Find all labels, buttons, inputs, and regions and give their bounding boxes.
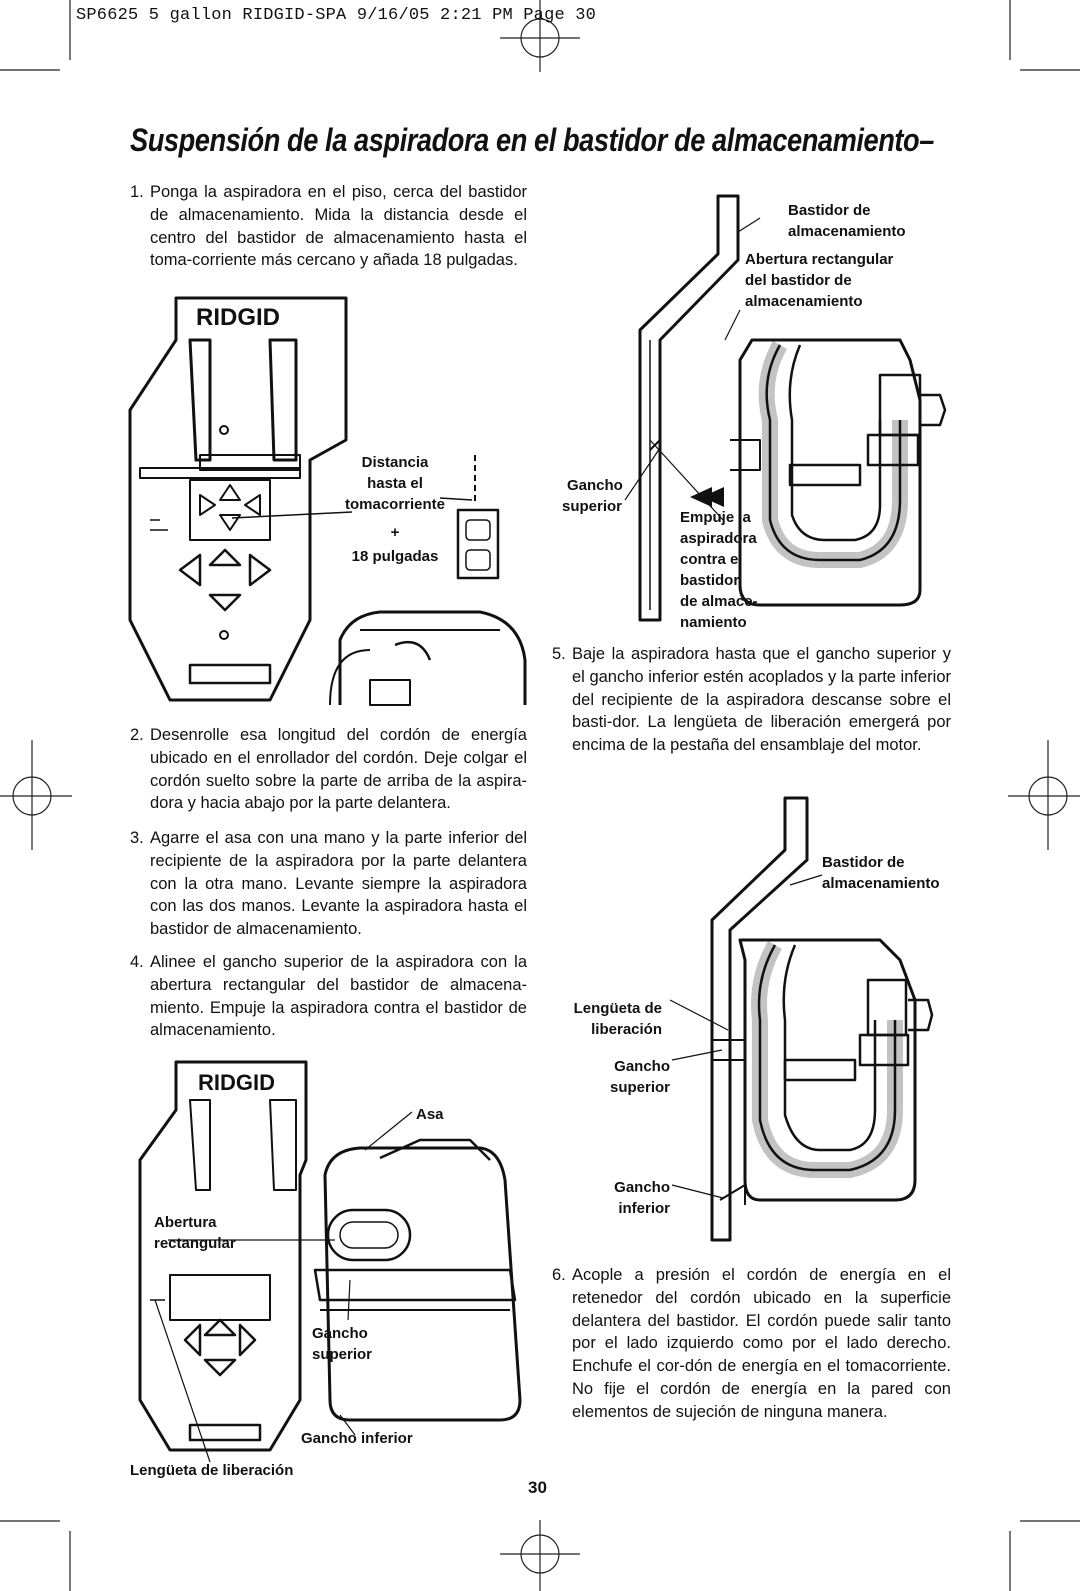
fig4-label-gancho-sup-1: Gancho: [614, 1058, 670, 1075]
fig3-label-abertura-2: rectangular: [154, 1235, 236, 1252]
step-number: 6.: [552, 1266, 566, 1284]
step-text: Baje la aspiradora hasta que el gancho s…: [572, 645, 951, 755]
step-text: Agarre el asa con una mano y la parte in…: [150, 829, 527, 939]
fig3-label-lengueta: Lengüeta de liberación: [130, 1462, 294, 1479]
page-title: Suspensión de la aspiradora en el bastid…: [130, 122, 934, 158]
step-text: Desenrolle esa longitud del cordón de en…: [150, 726, 527, 813]
fig4-label-lengueta-2: liberación: [591, 1021, 662, 1038]
fig1-label-plus: +: [390, 524, 400, 541]
step-number: 2.: [130, 726, 144, 744]
fig2-label-gancho-1: Gancho: [567, 477, 623, 494]
fig2-label-abertura-1: Abertura rectangular: [745, 251, 894, 268]
fig3-label-gancho-sup-2: superior: [312, 1346, 373, 1363]
fig1-label-pulgadas: 18 pulgadas: [351, 548, 439, 565]
fig1-label-tomacorriente: tomacorriente: [344, 496, 446, 513]
fig2-label-empuje-6: namiento: [680, 614, 747, 631]
step-3: 3. Agarre el asa con una mano y la parte…: [130, 827, 527, 941]
step-6: 6. Acople a presión el cordón de energía…: [552, 1264, 951, 1424]
step-text: Alinee el gancho superior de la aspirado…: [150, 953, 527, 1040]
fig4-label-gancho-sup-2: superior: [609, 1079, 670, 1096]
print-slug: SP6625 5 gallon RIDGID-SPA 9/16/05 2:21 …: [76, 6, 597, 25]
fig2-label-abertura-3: almacenamiento: [745, 293, 863, 310]
step-1: 1. Ponga la aspiradora en el piso, cerca…: [130, 181, 527, 272]
step-number: 3.: [130, 829, 144, 847]
fig4-label-gancho-inf-1: Gancho: [614, 1179, 670, 1196]
fig4-label-lengueta-1: Lengüeta de: [573, 1000, 662, 1017]
step-4: 4. Alinee el gancho superior de la aspir…: [130, 951, 527, 1042]
fig2-label-empuje-2: aspiradora: [680, 530, 757, 547]
step-5: 5. Baje la aspiradora hasta que el ganch…: [552, 643, 951, 757]
fig1-brand: RIDGID: [196, 304, 280, 331]
fig2-label-empuje-5: de almace-: [680, 593, 758, 610]
fig2-label-empuje-1: Empuje la: [680, 509, 751, 526]
fig2-label-abertura-2: del bastidor de: [745, 272, 852, 289]
step-2: 2. Desenrolle esa longitud del cordón de…: [130, 724, 527, 815]
fig3-brand: RIDGID: [198, 1070, 275, 1095]
step-text: Acople a presión el cordón de energía en…: [572, 1266, 951, 1421]
fig2-label-empuje-4: bastidor: [680, 572, 740, 589]
fig3-label-gancho-sup-1: Gancho: [312, 1325, 368, 1342]
fig3-label-asa: Asa: [416, 1106, 444, 1123]
fig3-label-abertura-1: Abertura: [154, 1214, 217, 1231]
fig2-label-empuje-3: contra el: [680, 551, 743, 568]
push-arrow-icon: [690, 487, 724, 507]
step-number: 4.: [130, 953, 144, 971]
step-text: Ponga la aspiradora en el piso, cerca de…: [150, 183, 527, 270]
fig2-label-gancho-2: superior: [562, 498, 623, 515]
fig2-label-bastidor-2: almacenamiento: [788, 223, 906, 240]
fig2-label-bastidor-1: Bastidor de: [788, 202, 871, 219]
page-number: 30: [528, 1478, 547, 1497]
step-number: 5.: [552, 645, 566, 663]
fig1-label-distancia: Distancia: [361, 454, 429, 471]
fig1-label-hasta: hasta el: [367, 475, 423, 492]
step-number: 1.: [130, 183, 144, 201]
fig4-label-gancho-inf-2: inferior: [618, 1200, 670, 1217]
fig3-label-gancho-inf: Gancho inferior: [301, 1430, 413, 1447]
fig4-label-bastidor-2: almacenamiento: [822, 875, 940, 892]
fig4-label-bastidor-1: Bastidor de: [822, 854, 905, 871]
